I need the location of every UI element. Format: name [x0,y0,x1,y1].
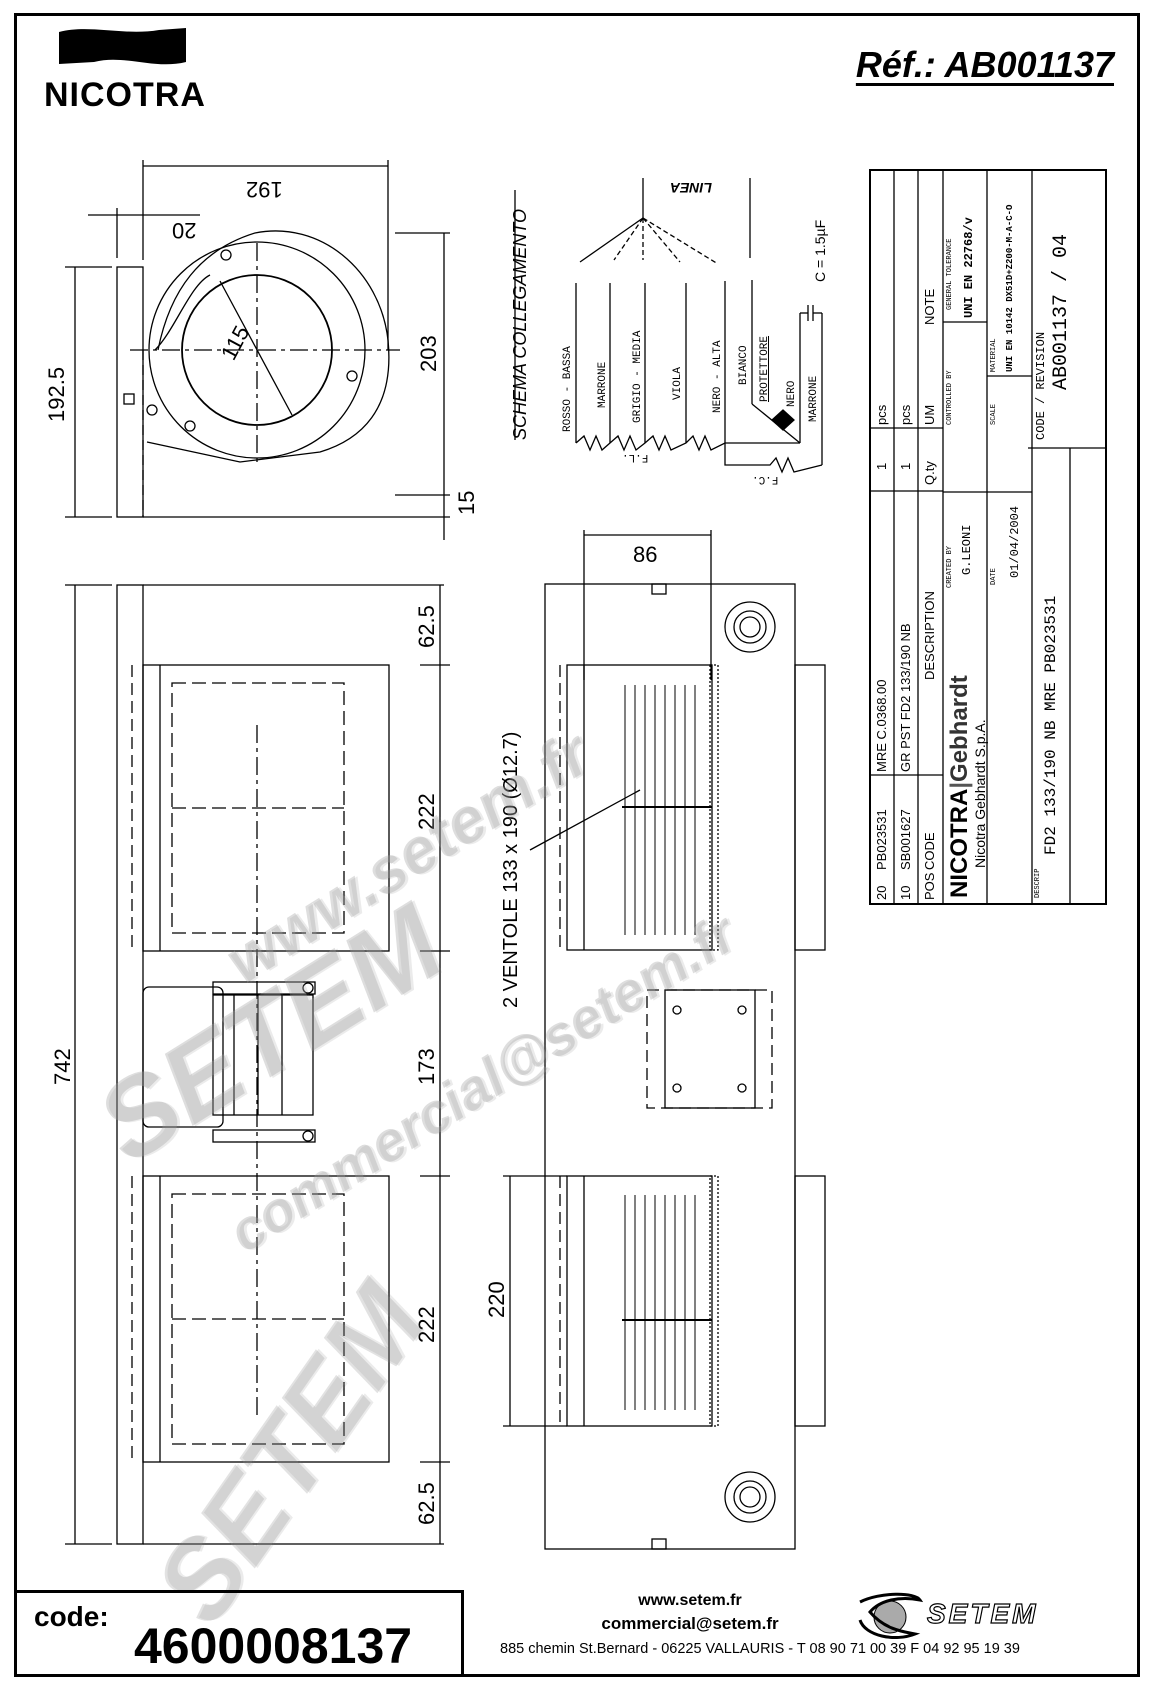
nicotra-logo-text: NICOTRA [44,76,206,114]
company-name: Nicotra Gebhardt S.p.A. [972,719,988,868]
footer-address: 885 chemin St.Bernard - 06225 VALLAURIS … [500,1641,1020,1657]
code-box: code: 4600008137 [14,1590,464,1677]
bom-row-10-code: SB001627 [898,809,913,870]
nicotra-gebhardt-logo: NICOTRA|Gebhardt [946,675,973,898]
setem-globe-icon [858,1592,924,1639]
fl-label: F.L. [622,451,649,463]
dim-222-fan1: 222 [414,793,439,830]
bom-row-20-code: PB023531 [874,809,889,870]
wire-nero: NERO [786,380,798,407]
general-tolerance-label: GENERAL TOLERANCE [946,238,954,310]
wire-marrone: MARRONE [597,361,609,408]
bom-row-20-qty: 1 [874,462,889,470]
setem-logo: SETEM [855,1590,1036,1645]
footer-website-link[interactable]: www.setem.fr [638,1592,742,1609]
bom-header-note: NOTE [922,288,937,325]
dim-220: 220 [484,1281,509,1318]
fan-callout-label: 2 VENTOLE 133 x 190 (Ø12.7) [500,731,522,1008]
footer-email-link[interactable]: commercial@setem.fr [601,1614,779,1633]
bom-row-20-um: pcs [874,404,889,425]
wire-nero-alta: NERO - ALTA [712,340,724,413]
bom-header-description: DESCRIPTION [922,591,937,680]
bom-row-10-qty: 1 [898,462,913,470]
date-value: 01/04/2004 [1008,505,1022,578]
code-label: code: [34,1601,109,1632]
drawing-frame [14,13,1140,1677]
bom-header-pos: POS [922,872,937,900]
wire-viola: VIOLA [672,366,684,400]
dim-192: 192 [246,177,283,202]
bom-header-qty: Q.ty [922,461,937,485]
created-by-label: CREATED BY [946,545,954,588]
bom-row-10-pos: 10 [898,885,913,900]
general-tolerance-value: UNI EN 22768/v [962,217,976,318]
dim-192-5: 192.5 [44,366,69,422]
linea-label: LINEA [670,180,712,196]
reference-number: Réf.: AB001137 [855,44,1114,85]
wiring-title: SCHEMA COLLEGAMENTO [510,208,530,440]
nicotra-logo-wave-icon [59,28,186,65]
bom-row-10-description: GR PST FD2 133/190 NB [898,623,913,772]
dim-62-5-bottom: 62.5 [414,1482,439,1525]
descrip-label: DESCRIP [1034,868,1042,898]
bom-header-um: UM [922,404,937,425]
wire-marrone-2: MARRONE [808,375,820,422]
dim-15: 15 [454,490,479,515]
dim-203: 203 [416,335,441,372]
dim-222-fan2: 222 [414,1306,439,1343]
wire-grigio-media: GRIGIO - MEDIA [632,330,644,423]
setem-wordmark: SETEM [926,1597,1039,1629]
wire-protettore: PROTETTORE [759,335,771,402]
descrip-value: FD2 133/190 NB MRE PB023531 [1042,595,1060,855]
wire-rosso-bassa: ROSSO - BASSA [562,346,574,432]
bom-row-10-um: pcs [898,404,913,425]
wire-bianco: BIANCO [738,345,750,385]
material-value: UNI EN 10142 DX51D+Z200-M-A-C-O [1005,204,1015,372]
material-label: MATERIAL [990,338,998,372]
created-by-value: G.LEONI [960,524,974,575]
dim-20: 20 [172,218,197,243]
scale-label: SCALE [990,403,998,425]
dim-742: 742 [50,1048,75,1085]
bom-row-20-description: MRE C.0368.00 [874,679,889,773]
fc-label: F.C. [752,473,779,485]
capacitor-label: C = 1.5µF [812,219,828,282]
date-label: DATE [990,568,998,585]
code-revision-value: AB001137 / 04 [1050,233,1073,390]
bom-row-20-pos: 20 [874,885,889,900]
controlled-by-label: CONTROLLED BY [946,370,954,425]
dim-86: 86 [633,542,658,567]
code-value: 4600008137 [134,1618,413,1674]
bom-header-code: CODE [922,832,937,870]
code-revision-label: CODE / REVISION [1034,331,1048,440]
dim-62-5-top: 62.5 [414,605,439,648]
dim-173-motor: 173 [414,1048,439,1085]
